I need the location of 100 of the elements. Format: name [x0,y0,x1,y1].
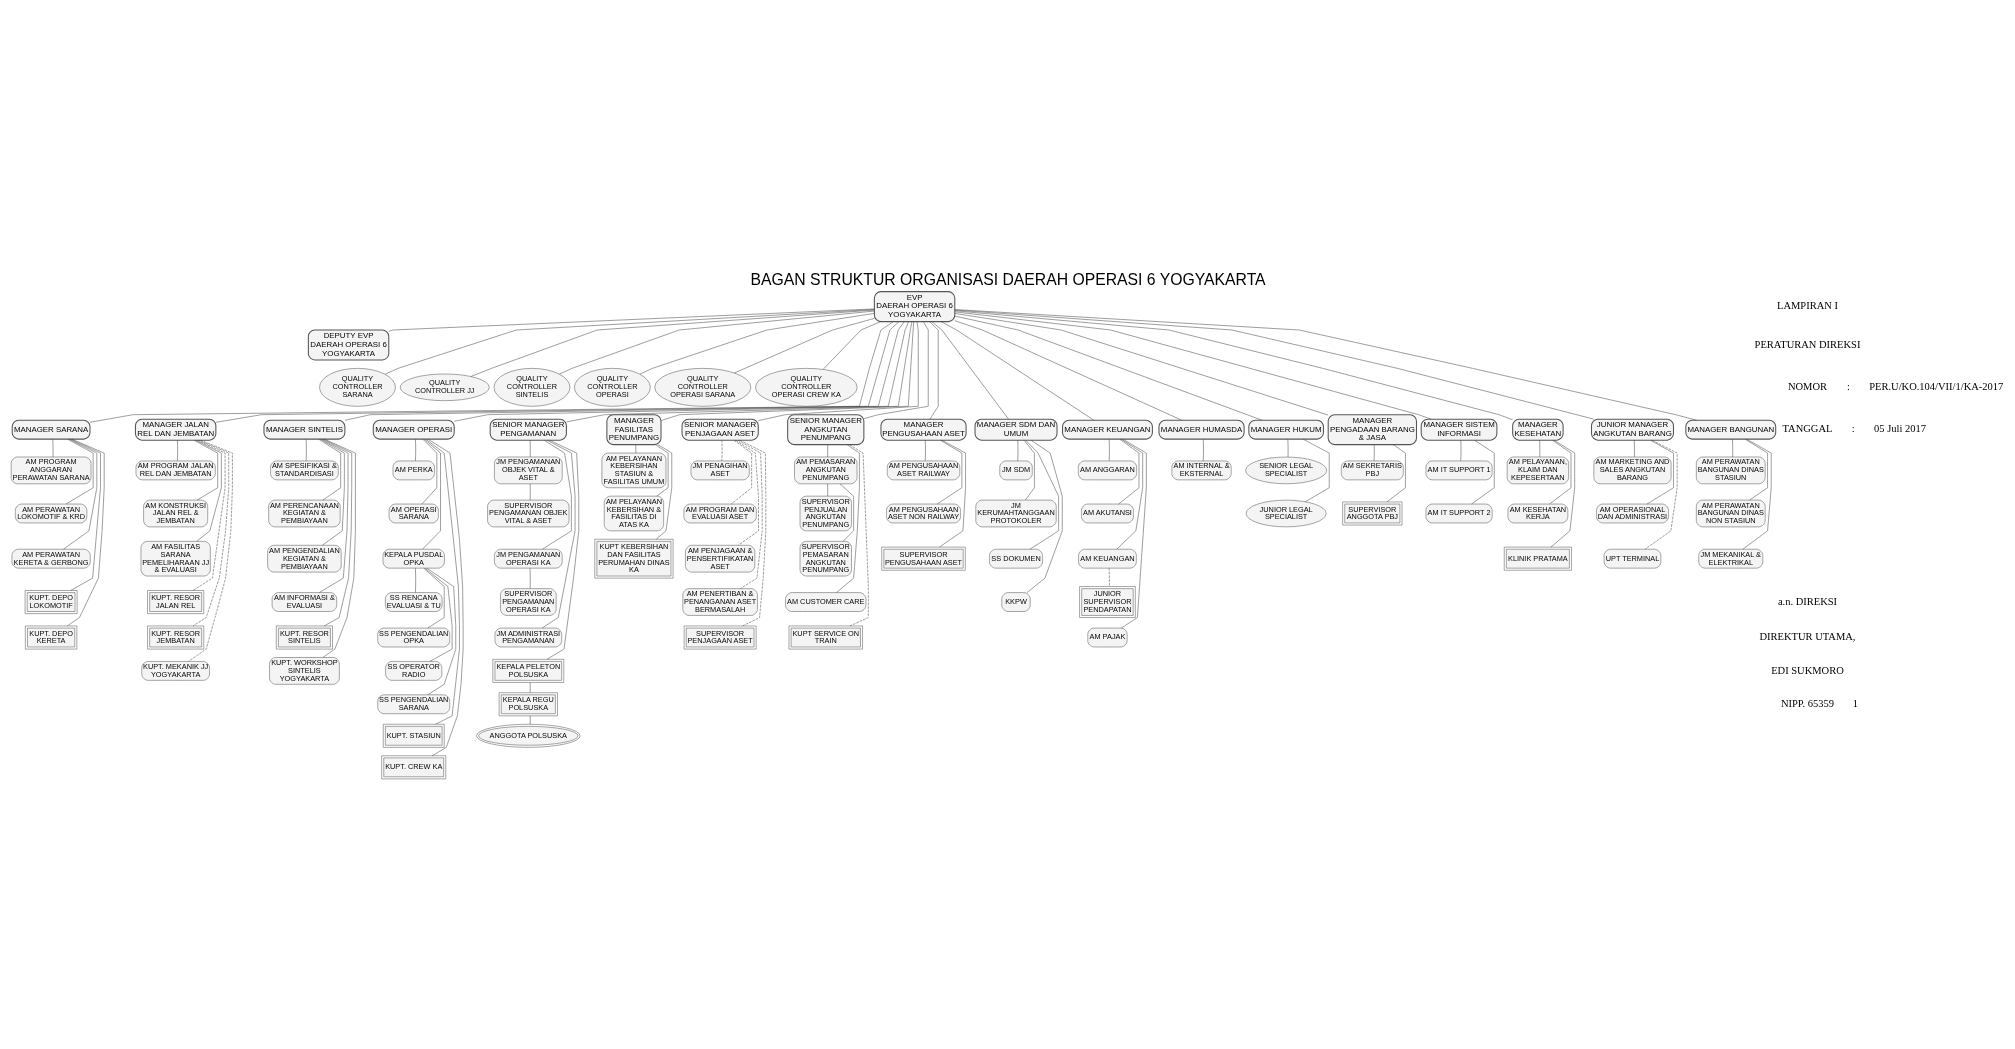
connector [414,567,416,593]
connector [541,440,575,629]
connector [635,444,636,454]
connector [1731,438,1733,458]
connector [69,438,101,591]
connector [1459,439,1461,462]
connector [529,567,531,589]
label: NOMOR [1787,380,1827,392]
connector [62,438,97,550]
connector [1644,440,1677,550]
label: 05 Juli 2017 [1873,423,1926,435]
connector [319,438,345,546]
connector [826,444,828,458]
connector [1302,438,1329,502]
connector [1108,438,1110,462]
connector [422,567,444,629]
connector [1016,439,1018,462]
connector [192,439,229,627]
connector [187,439,233,662]
connector [654,444,668,497]
connector [936,440,962,505]
label: : [1851,423,1855,435]
connector [1550,440,1575,548]
label: a.n. DIREKSI [1777,595,1837,607]
connector [453,321,909,422]
label: 1 [1852,697,1858,709]
connector [194,439,222,542]
connector [1202,438,1204,462]
connector [318,438,348,593]
connector [1386,444,1406,503]
connector [1548,440,1571,505]
label: EDI SUKMORO [1770,664,1844,676]
connector [739,439,766,627]
connector [1470,440,1495,505]
connector [639,313,874,375]
connector [192,439,225,591]
label: LAMPIRAN I [1776,300,1838,312]
connector [305,438,307,462]
connector [928,321,938,420]
connector [737,440,762,589]
connector [65,438,93,505]
connector [1538,439,1540,458]
connector [822,321,881,370]
connector [721,439,722,462]
connector [322,438,356,658]
connector [558,310,875,375]
label: TANGGAL [1782,423,1832,435]
connector [215,321,899,423]
connector [1026,440,1063,593]
label: NIPP. 65359 [1780,697,1834,709]
connector [318,438,341,501]
connector [427,438,463,756]
connector [529,439,531,458]
connector [1744,438,1768,501]
connector [660,321,914,421]
connector [541,440,572,550]
connector [863,321,928,419]
label: DIREKTUR UTAMA, [1758,631,1855,643]
connector [924,439,926,462]
connector [421,438,437,505]
connector [1120,438,1147,629]
connector [757,321,919,421]
connector [835,444,860,593]
connector [954,320,1182,421]
connector [425,438,460,725]
connector [426,567,456,695]
connector [384,309,875,375]
connector [1287,438,1288,458]
connector [954,315,1262,421]
connector [954,311,1431,420]
connector [848,444,869,627]
connector [1633,439,1635,458]
connector [421,438,441,550]
connector [730,440,752,505]
connector [1117,438,1139,505]
connector [733,318,875,374]
connector [546,439,579,660]
connector [322,438,352,627]
connector [734,440,759,546]
connector [954,313,1328,416]
label: PER.U/KO.104/VII/1/KA-2017 [1868,380,2003,392]
connector [89,321,894,423]
connector [66,438,104,627]
connector [1023,440,1035,501]
connector [565,321,912,423]
connector [414,438,416,462]
connector [931,321,1009,420]
connector [529,682,531,693]
label: PERATURAN DIREKSI [1754,338,1860,350]
connector [1373,444,1375,462]
connector [1646,440,1674,505]
connector [176,439,178,462]
connector [940,321,1094,421]
connector [388,308,875,332]
connector [938,440,966,548]
connector [193,440,218,501]
connector [1742,438,1771,550]
connector [826,483,828,497]
connector [52,438,53,458]
label: : [1846,380,1850,392]
